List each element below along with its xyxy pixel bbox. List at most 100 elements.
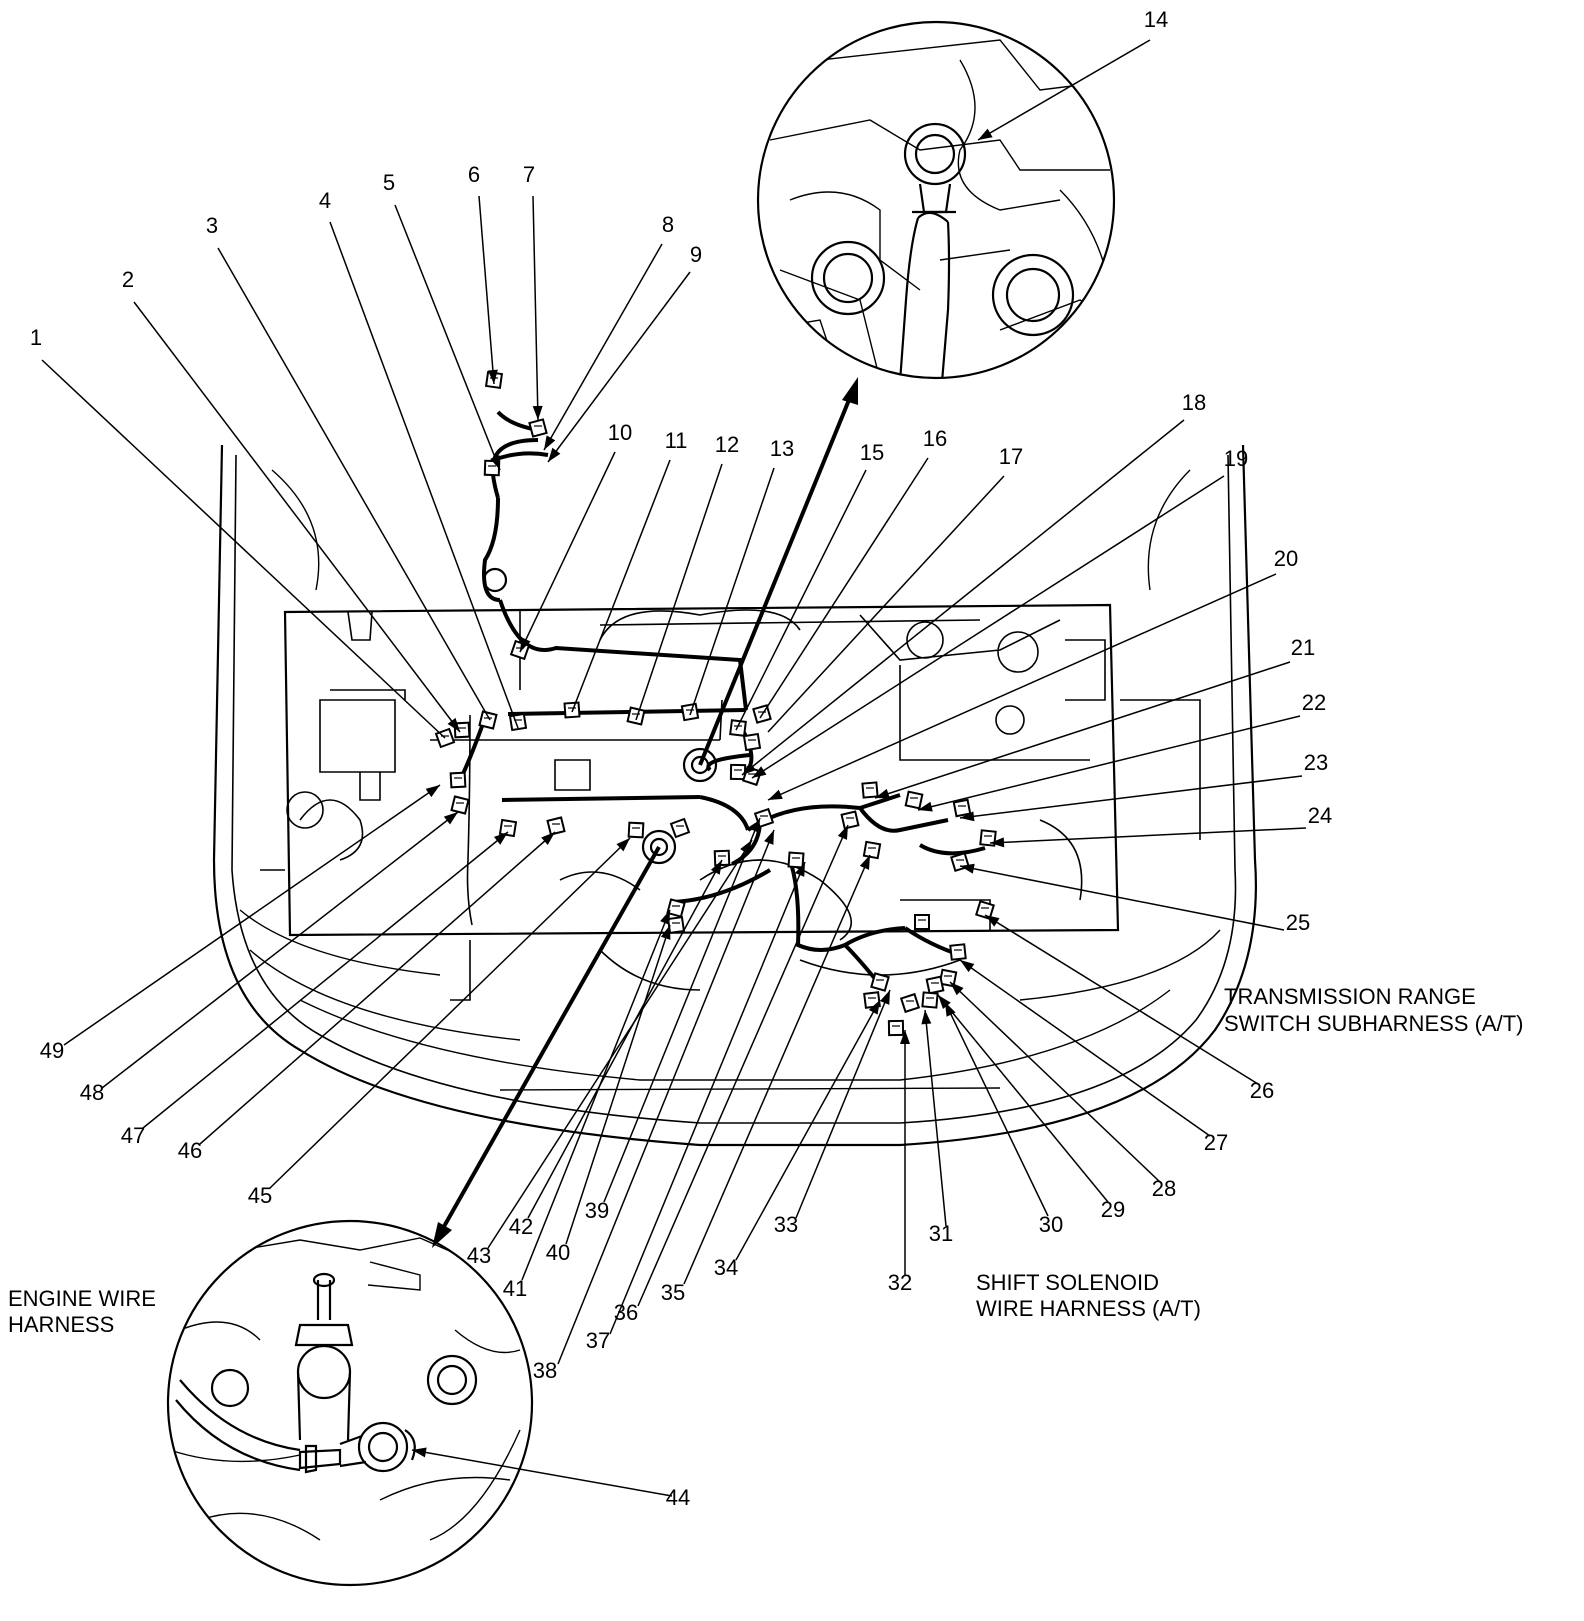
leader-arrowhead-48 [443,812,458,825]
leader-arrowhead-30 [945,1002,956,1017]
callout-label-34: 34 [714,1255,738,1280]
callout-label-43: 43 [467,1243,491,1268]
leader-arrowhead-28 [950,982,964,996]
callout-label-33: 33 [774,1212,798,1237]
leader-arrowhead-45 [616,838,630,852]
connector [449,771,467,789]
leader-line-49 [63,784,441,1046]
leader-arrowhead-27 [960,960,975,973]
leader-arrowhead-26 [985,915,1000,927]
leader-arrowhead-32 [900,1030,910,1044]
connector [975,900,995,920]
callout-label-15: 15 [860,440,884,465]
callout-label-21: 21 [1291,635,1315,660]
leader-line-21 [874,661,1291,799]
connector [787,851,805,869]
callout-label-39: 39 [585,1198,609,1223]
callout-label-3: 3 [206,213,218,238]
connector [921,991,939,1009]
leader-arrowhead-21 [875,788,890,799]
leader-arrowhead-47 [493,832,508,845]
connector [899,992,921,1014]
leader-line-31 [924,1009,947,1227]
leader-line-14 [977,39,1151,141]
leader-arrowhead-31 [921,1010,932,1025]
callout-label-32: 32 [888,1270,912,1295]
leader-line-43 [487,839,753,1249]
connector [528,418,548,438]
leader-line-20 [767,573,1277,801]
leader-arrowhead-19 [752,766,767,778]
leader-arrowhead-43 [740,840,752,855]
callout-label-22: 22 [1302,690,1326,715]
leader-arrowhead-24 [990,837,1005,848]
connector [450,795,470,815]
connector [546,816,566,836]
leader-arrowhead-44 [412,1447,427,1458]
callout-label-7: 7 [523,162,535,187]
leader-line-29 [937,994,1109,1203]
leader-arrowhead-36 [837,825,848,840]
leader-arrowhead-2 [447,717,460,732]
leader-arrowhead-20 [768,789,783,800]
connector [925,975,945,995]
callout-label-48: 48 [80,1080,104,1105]
callout-label-30: 30 [1039,1212,1063,1237]
ground-terminals [641,747,718,865]
leader-arrowhead-33 [880,990,890,1005]
connectors [434,370,997,1037]
callout-label-47: 47 [121,1123,145,1148]
leader-line-1 [41,359,446,739]
caption-transmission-range: TRANSMISSION RANGE SWITCH SUBHARNESS (A/… [1224,984,1523,1036]
callout-label-6: 6 [468,162,480,187]
callout-label-26: 26 [1250,1078,1274,1103]
connector [840,810,860,830]
leader-line-27 [959,959,1211,1137]
callout-label-14: 14 [1144,7,1168,32]
connector [861,781,879,799]
callout-label-9: 9 [690,242,702,267]
leader-line-5 [394,204,501,471]
callout-label-19: 19 [1224,446,1248,471]
callout-label-41: 41 [503,1276,527,1301]
leader-arrowhead-42 [710,860,722,875]
leader-line-6 [478,195,495,385]
connector [666,915,686,935]
callout-label-38: 38 [533,1358,557,1383]
connector [669,817,691,839]
leader-line-3 [217,247,491,721]
leader-line-38 [557,829,775,1365]
connector [887,1019,905,1037]
leader-line-30 [944,1001,1049,1217]
leader-line-40 [565,924,671,1245]
leader-arrowhead-34 [868,1000,880,1015]
callout-label-1: 1 [30,325,42,350]
callout-label-44: 44 [666,1485,690,1510]
leader-line-10 [519,451,616,653]
callout-label-46: 46 [178,1138,202,1163]
harness-wiring [458,410,986,987]
caption-shift-solenoid: SHIFT SOLENOID WIRE HARNESS (A/T) [976,1270,1201,1321]
connector [870,972,890,992]
leader-lines [41,39,1307,1497]
callout-label-2: 2 [122,267,134,292]
connector [666,898,686,918]
leader-line-28 [949,981,1161,1183]
leader-line-42 [527,859,723,1219]
caption-engine-wire-line1: ENGINE WIRE [8,1286,156,1311]
leader-line-45 [269,837,631,1189]
caption-transmission-range-line1: TRANSMISSION RANGE [1224,984,1476,1009]
connector [904,790,924,810]
callout-label-4: 4 [319,188,331,213]
connector [627,821,645,839]
connector [742,732,762,752]
callout-label-12: 12 [715,432,739,457]
leader-arrowhead-29 [938,995,951,1009]
callout-label-24: 24 [1308,803,1332,828]
leader-line-33 [795,989,891,1219]
leader-line-18 [741,419,1185,776]
leader-line-23 [959,775,1303,819]
leader-line-47 [142,831,509,1129]
